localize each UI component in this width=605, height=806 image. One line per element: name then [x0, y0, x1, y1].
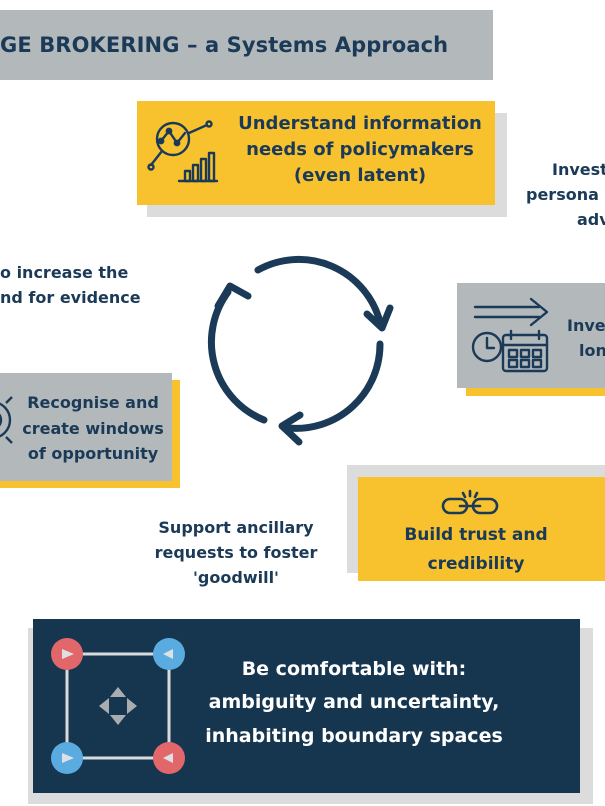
recognise-line-3: of opportunity: [27, 444, 159, 464]
title-bar: GE BROKERING – a Systems Approach: [0, 10, 493, 80]
invest-long-card: Inve lon: [457, 283, 605, 388]
invest-personal-line-2: persona: [526, 184, 599, 204]
understand-line-1: Understand information: [238, 113, 482, 134]
invest-long-line-2: lon: [579, 340, 605, 360]
ancillary-line-2: requests to foster: [154, 542, 318, 562]
increase-demand-line-2: nd for evidence: [0, 287, 141, 307]
page-title: GE BROKERING – a Systems Approach: [0, 33, 449, 57]
ancillary-line-3: 'goodwill': [193, 567, 279, 587]
trust-text: Build trust and credibility: [398, 521, 554, 579]
understand-text: Understand information needs of policyma…: [229, 111, 491, 189]
move-arrows-icon: [47, 637, 187, 775]
ancillary-line-1: Support ancillary: [158, 518, 314, 537]
trust-card: Build trust and credibility: [358, 477, 605, 581]
understand-line-2: needs of policymakers: [246, 139, 474, 161]
ancillary-text: Support ancillary requests to foster 'go…: [146, 516, 326, 590]
footer-line-3: inhabiting boundary spaces: [205, 724, 503, 747]
recognise-line-2: create windows: [22, 418, 164, 438]
invest-personal-line-1: Invest: [552, 160, 605, 179]
recognise-line-1: Recognise and: [27, 393, 159, 412]
trust-line-2: credibility: [427, 553, 525, 574]
understand-card: Understand information needs of policyma…: [137, 101, 495, 205]
increase-demand-text: o increase the nd for evidence: [0, 261, 160, 311]
chain-link-icon: [440, 489, 500, 519]
magnifier-chart-icon: [147, 115, 219, 187]
trust-line-1: Build trust and: [404, 525, 548, 545]
footer-card: Be comfortable with: ambiguity and uncer…: [33, 619, 580, 793]
footer-line-2: ambiguity and uncertainty,: [208, 691, 500, 714]
footer-line-1: Be comfortable with:: [241, 658, 467, 680]
invest-personal-text: Invest persona adv: [520, 158, 605, 232]
calendar-clock-icon: [469, 295, 553, 375]
footer-text: Be comfortable with: ambiguity and uncer…: [195, 653, 513, 753]
recognise-text: Recognise and create windows of opportun…: [18, 390, 168, 467]
understand-line-3: (even latent): [293, 165, 427, 187]
increase-demand-line-1: o increase the: [0, 263, 129, 282]
cycle-arrows-icon: [204, 248, 396, 448]
recognise-card: Recognise and create windows of opportun…: [0, 373, 172, 481]
invest-personal-line-3: adv: [577, 209, 605, 229]
invest-long-text: Inve lon: [567, 314, 605, 364]
invest-long-line-1: Inve: [567, 316, 605, 335]
target-icon: [0, 395, 16, 445]
